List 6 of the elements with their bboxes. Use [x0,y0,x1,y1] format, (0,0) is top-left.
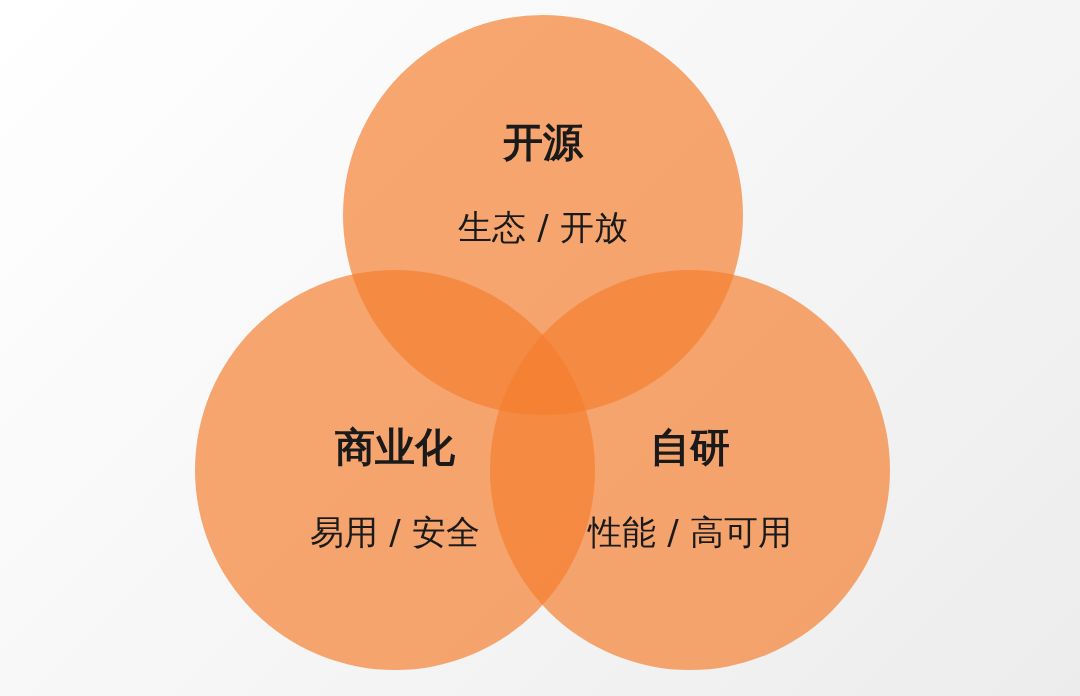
circle-subtitle: 生态 / 开放 [458,207,628,247]
circle-heading: 开源 [503,119,583,165]
circle-heading: 商业化 [335,424,455,470]
circle-subtitle: 性能 / 高可用 [588,512,792,552]
circle-subtitle: 易用 / 安全 [310,512,480,552]
circle-heading: 自研 [650,424,730,470]
